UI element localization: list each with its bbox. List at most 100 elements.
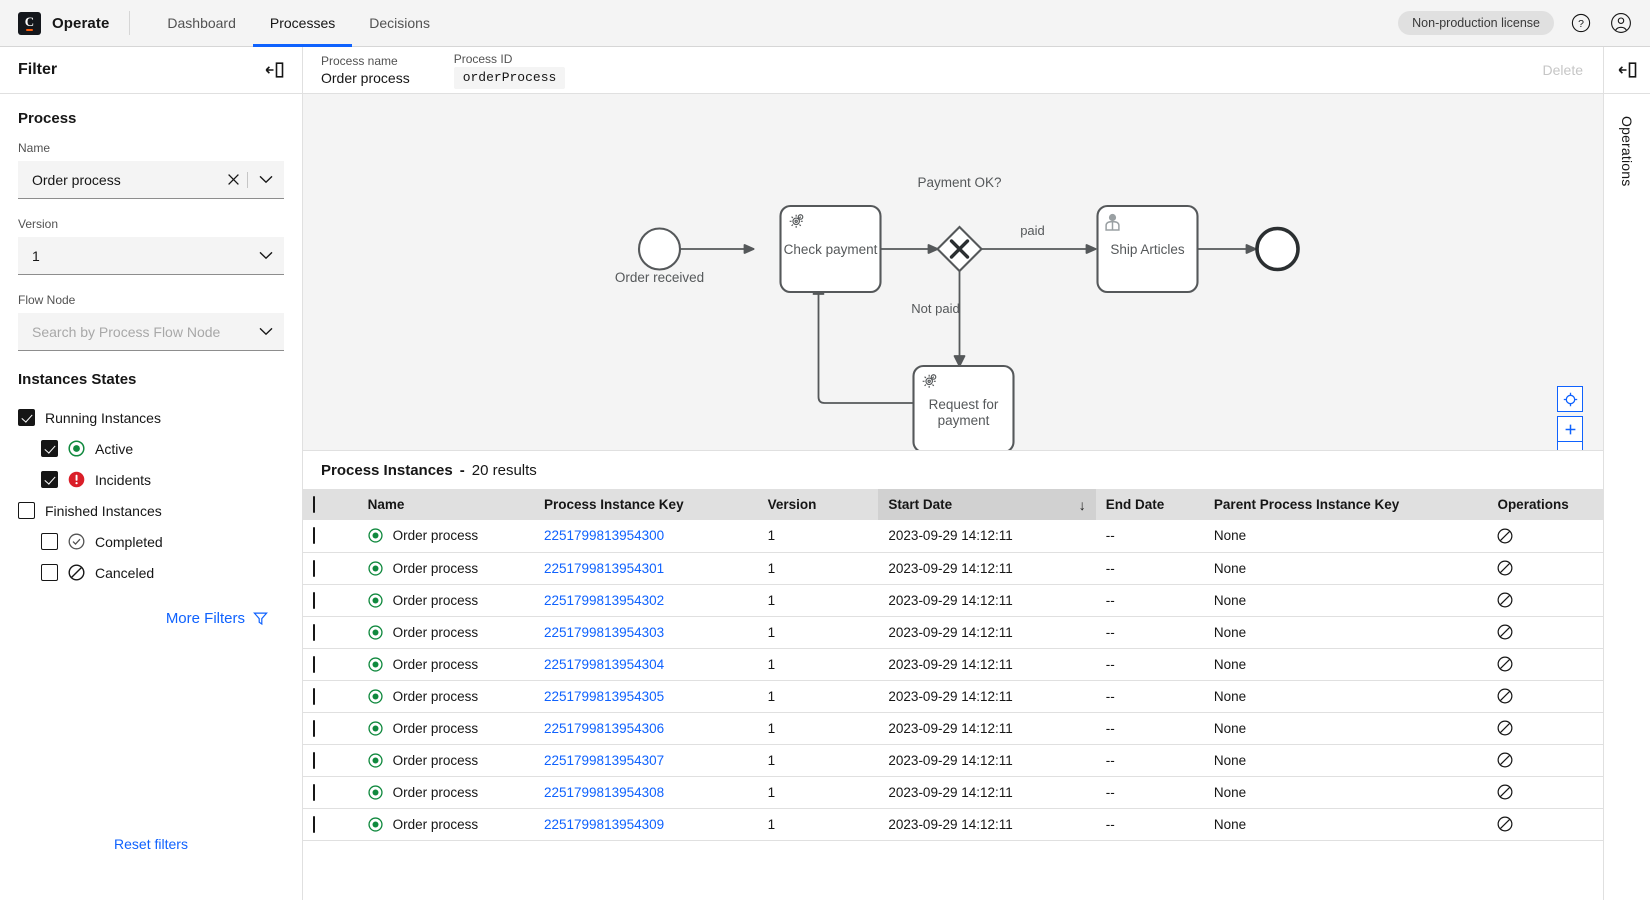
checkbox-active[interactable]: Active bbox=[18, 433, 284, 464]
process-instance-key-link[interactable]: 2251799813954302 bbox=[544, 592, 665, 608]
checkbox-box[interactable] bbox=[41, 564, 58, 581]
more-filters-button[interactable]: More Filters bbox=[18, 610, 284, 627]
row-checkbox[interactable] bbox=[313, 655, 315, 673]
process-instance-key-link[interactable]: 2251799813954308 bbox=[544, 784, 665, 800]
cancel-operation-icon[interactable] bbox=[1497, 784, 1593, 800]
column-header-start-date[interactable]: Start Date ↓ bbox=[878, 489, 1096, 520]
row-checkbox[interactable] bbox=[313, 783, 315, 801]
cancel-operation-icon[interactable] bbox=[1497, 816, 1593, 832]
row-checkbox[interactable] bbox=[313, 559, 315, 577]
row-process-name: Order process bbox=[392, 560, 479, 576]
select-all-checkbox[interactable] bbox=[313, 496, 315, 513]
bpmn-node-end-event bbox=[1255, 226, 1300, 272]
row-checkbox[interactable] bbox=[313, 527, 315, 545]
cancel-operation-icon[interactable] bbox=[1497, 528, 1593, 544]
bpmn-node-ship-articles: Ship Articles bbox=[1096, 204, 1199, 294]
column-label: Start Date bbox=[888, 497, 953, 512]
panel-collapse-icon[interactable] bbox=[263, 59, 285, 81]
cancel-operation-icon[interactable] bbox=[1497, 656, 1593, 672]
process-instance-key-link[interactable]: 2251799813954303 bbox=[544, 624, 665, 640]
process-instance-key-link[interactable]: 2251799813954305 bbox=[544, 688, 665, 704]
clear-icon[interactable] bbox=[219, 161, 247, 198]
process-instance-key-link[interactable]: 2251799813954304 bbox=[544, 656, 665, 672]
flow-node-field-group: Flow Node Search by Process Flow Node bbox=[18, 293, 284, 351]
row-checkbox[interactable] bbox=[313, 719, 315, 737]
flow-node-select[interactable]: Search by Process Flow Node bbox=[18, 313, 284, 351]
process-instance-key-link[interactable]: 2251799813954301 bbox=[544, 560, 665, 576]
checkbox-box[interactable] bbox=[41, 440, 58, 457]
process-instance-key-link[interactable]: 2251799813954300 bbox=[544, 528, 665, 544]
cancel-operation-icon[interactable] bbox=[1497, 688, 1593, 704]
row-parent-key-cell: None bbox=[1203, 552, 1488, 585]
row-name-cell: Order process bbox=[357, 808, 534, 841]
row-checkbox[interactable] bbox=[313, 623, 315, 641]
brand-logo[interactable]: C Operate bbox=[0, 0, 127, 46]
nav-link-dashboard[interactable]: Dashboard bbox=[167, 14, 236, 31]
chevron-down-icon[interactable] bbox=[248, 161, 284, 198]
column-header-version[interactable]: Version bbox=[757, 489, 879, 520]
row-name-cell: Order process bbox=[357, 744, 534, 777]
checkbox-box[interactable] bbox=[41, 471, 58, 488]
delete-button[interactable]: Delete bbox=[1542, 62, 1583, 78]
process-version-select[interactable]: 1 bbox=[18, 237, 284, 275]
zoom-in-button[interactable] bbox=[1557, 416, 1583, 442]
checkbox-canceled[interactable]: Canceled bbox=[18, 557, 284, 588]
process-instance-key-link[interactable]: 2251799813954309 bbox=[544, 816, 665, 832]
checkbox-running-instances[interactable]: Running Instances bbox=[18, 402, 284, 433]
column-header-process-instance-key[interactable]: Process Instance Key bbox=[534, 489, 758, 520]
zoom-out-button[interactable] bbox=[1557, 442, 1583, 450]
row-select-cell bbox=[303, 520, 358, 553]
nav-link-decisions[interactable]: Decisions bbox=[369, 14, 430, 31]
cancel-operation-icon[interactable] bbox=[1497, 592, 1593, 608]
nav-link-processes[interactable]: Processes bbox=[252, 1, 353, 47]
select-all-header bbox=[303, 489, 358, 520]
checkbox-box[interactable] bbox=[18, 502, 35, 519]
cancel-operation-icon[interactable] bbox=[1497, 560, 1593, 576]
chevron-down-icon[interactable] bbox=[248, 237, 284, 274]
process-instance-key-link[interactable]: 2251799813954307 bbox=[544, 752, 665, 768]
reset-filters-button[interactable]: Reset filters bbox=[114, 836, 188, 852]
operations-panel-collapse-icon[interactable] bbox=[1604, 47, 1650, 94]
bpmn-diagram-canvas[interactable]: Order received Check payment bbox=[303, 94, 1603, 451]
name-field-group: Name Order process bbox=[18, 141, 284, 199]
checkbox-finished-instances[interactable]: Finished Instances bbox=[18, 495, 284, 526]
process-name-select[interactable]: Order process bbox=[18, 161, 284, 199]
column-header-name[interactable]: Name bbox=[357, 489, 534, 520]
checkbox-box[interactable] bbox=[18, 409, 35, 426]
row-checkbox[interactable] bbox=[313, 687, 315, 705]
help-circle-icon[interactable]: ? bbox=[1568, 10, 1594, 36]
row-process-instance-key-cell: 2251799813954304 bbox=[534, 648, 758, 681]
cancel-operation-icon[interactable] bbox=[1497, 624, 1593, 640]
cancel-operation-icon[interactable] bbox=[1497, 720, 1593, 736]
process-instance-key-link[interactable]: 2251799813954306 bbox=[544, 720, 665, 736]
row-parent-key-cell: None bbox=[1203, 584, 1488, 617]
checkbox-box[interactable] bbox=[41, 533, 58, 550]
user-avatar-icon[interactable] bbox=[1608, 10, 1634, 36]
row-checkbox[interactable] bbox=[313, 591, 315, 609]
reset-zoom-button[interactable] bbox=[1557, 386, 1583, 412]
column-header-parent-process-instance-key[interactable]: Parent Process Instance Key bbox=[1203, 489, 1488, 520]
checkbox-incidents[interactable]: Incidents bbox=[18, 464, 284, 495]
row-checkbox[interactable] bbox=[313, 815, 315, 833]
row-start-date-cell: 2023-09-29 14:12:11 bbox=[878, 680, 1096, 713]
checkbox-completed[interactable]: Completed bbox=[18, 526, 284, 557]
chevron-down-icon[interactable] bbox=[248, 313, 284, 350]
row-checkbox[interactable] bbox=[313, 751, 315, 769]
process-name-meta-label: Process name bbox=[321, 53, 398, 68]
row-select-cell bbox=[303, 616, 358, 649]
row-name-cell: Order process bbox=[357, 616, 534, 649]
cancel-operation-icon[interactable] bbox=[1497, 752, 1593, 768]
operations-rail-label[interactable]: Operations bbox=[1619, 116, 1635, 187]
row-process-name: Order process bbox=[392, 656, 479, 672]
column-header-end-date[interactable]: End Date bbox=[1095, 489, 1204, 520]
